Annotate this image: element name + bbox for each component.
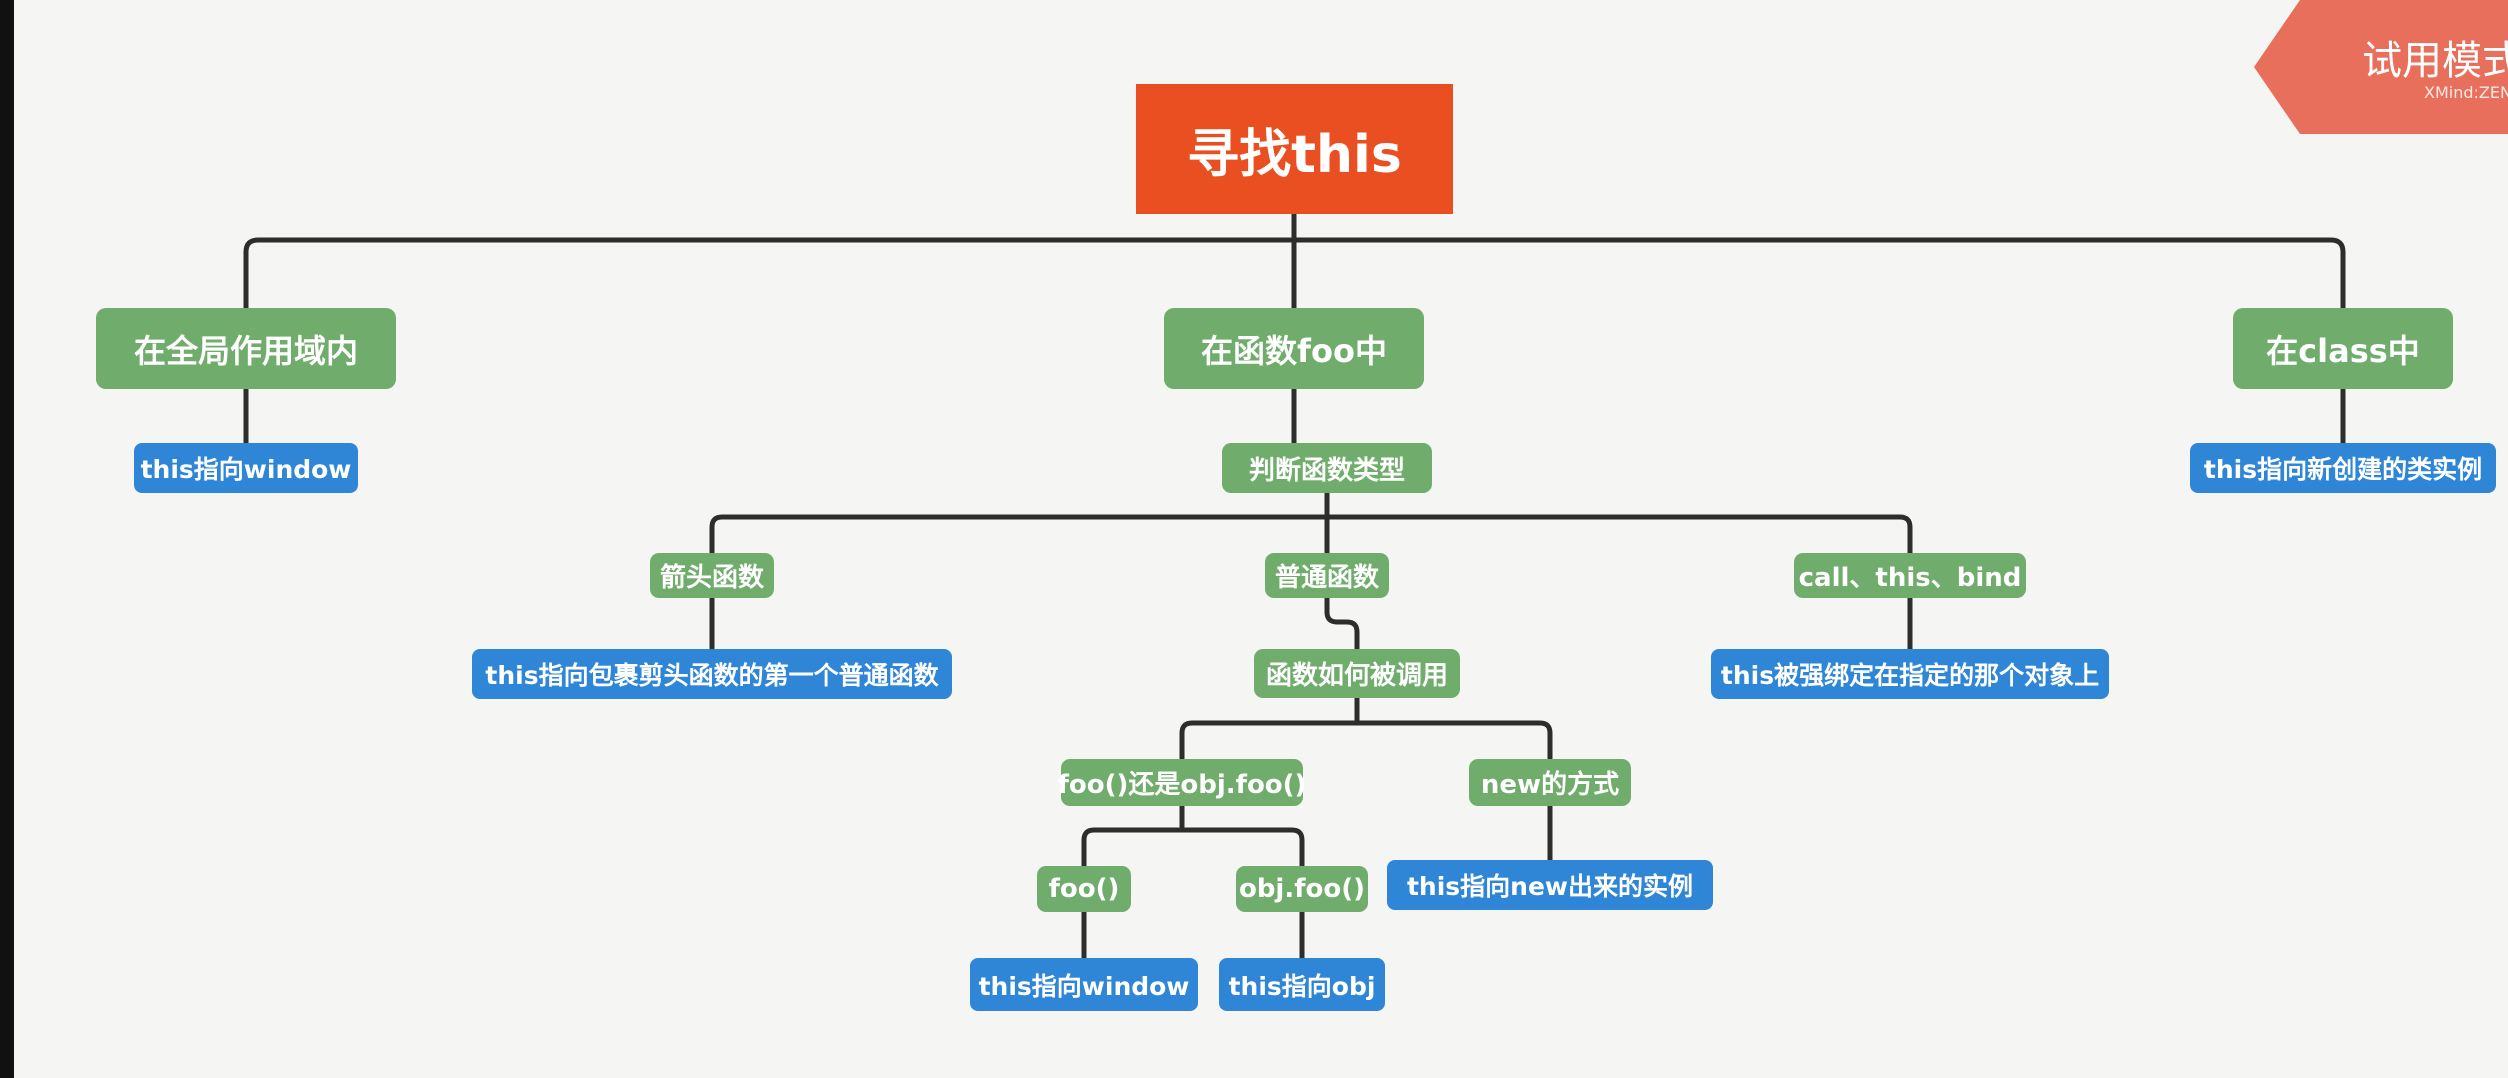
topic-in-function[interactable]: 在函数foo中: [1164, 308, 1424, 389]
mindmap-canvas: 寻找this 在全局作用域内 在函数foo中 在class中 this指向win…: [14, 0, 2508, 1078]
connector-normal-how: [1324, 595, 1360, 652]
xmind-label: XMind:ZEN: [2424, 83, 2508, 102]
leaf-bind-forced-object[interactable]: this被强绑定在指定的那个对象上: [1711, 649, 2109, 699]
topic-foo-call[interactable]: foo(): [1037, 866, 1131, 912]
topic-in-class[interactable]: 在class中: [2233, 308, 2453, 389]
trial-mode-badge[interactable]: 试用模式 XMind:ZEN: [2254, 0, 2508, 134]
leaf-arrow-outer-function[interactable]: this指向包裹剪头函数的第一个普通函数: [472, 649, 952, 699]
topic-how-called[interactable]: 函数如何被调用: [1254, 649, 1460, 698]
topic-call-this-bind[interactable]: call、this、bind: [1794, 553, 2026, 598]
leaf-foo-window[interactable]: this指向window: [970, 958, 1198, 1011]
connector-lines: [243, 211, 2346, 961]
leaf-class-instance[interactable]: this指向新创建的类实例: [2190, 443, 2496, 493]
connector-how-bar: [1179, 720, 1553, 762]
trial-mode-label: 试用模式: [2362, 38, 2508, 84]
topic-arrow-function[interactable]: 箭头函数: [650, 553, 774, 598]
root-topic[interactable]: 寻找this: [1136, 84, 1453, 214]
connector-call-bar: [1081, 827, 1305, 869]
topic-judge-function-type[interactable]: 判断函数类型: [1222, 443, 1432, 493]
leaf-global-window[interactable]: this指向window: [134, 443, 358, 493]
leaf-objfoo-obj[interactable]: this指向obj: [1219, 958, 1385, 1011]
topic-objfoo-call[interactable]: obj.foo(): [1236, 866, 1368, 912]
topic-foo-or-objfoo[interactable]: foo()还是obj.foo(): [1058, 759, 1306, 806]
badge-shape: [2254, 0, 2508, 134]
topic-new-style[interactable]: new的方式: [1469, 759, 1631, 806]
topic-global-scope[interactable]: 在全局作用域内: [96, 308, 396, 389]
connector-judge-bar: [709, 514, 1913, 556]
leaf-new-instance[interactable]: this指向new出来的实例: [1387, 860, 1713, 910]
topic-normal-function[interactable]: 普通函数: [1265, 553, 1389, 598]
